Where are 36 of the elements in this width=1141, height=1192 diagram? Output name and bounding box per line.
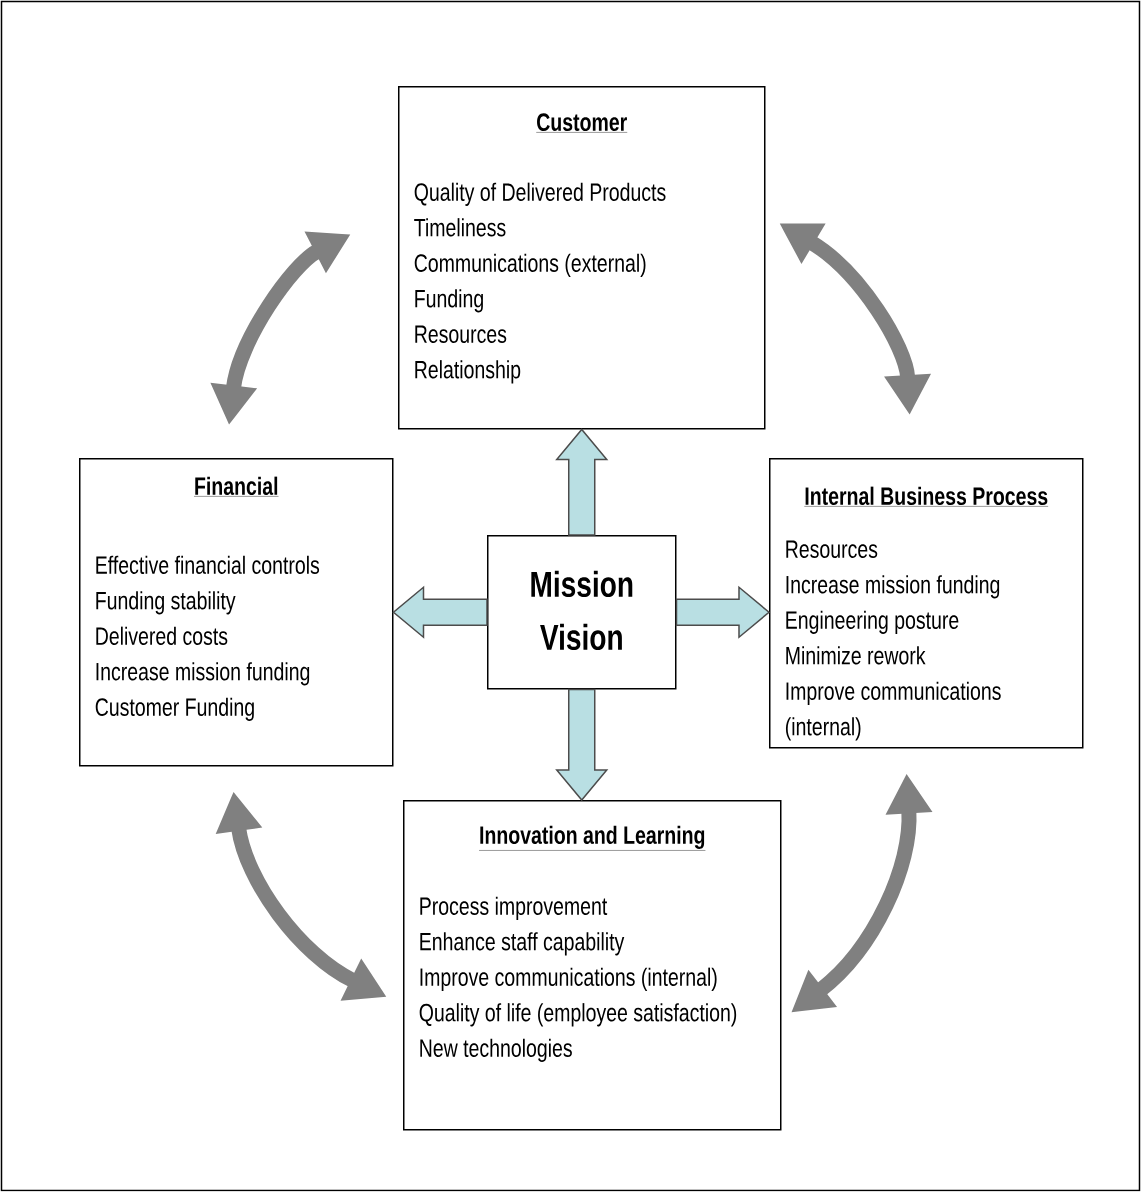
text-box (487, 535, 677, 690)
title-text: Vision (540, 623, 622, 651)
list-item: Delivered costs (96, 626, 228, 645)
list-item: Relationship (415, 360, 521, 384)
list-item: Funding (415, 289, 483, 313)
block-arrow (555, 688, 609, 802)
block-arrow (555, 428, 609, 536)
list-item: Resources (786, 540, 878, 558)
text-box (398, 86, 766, 430)
list-item: Effective financial controls (96, 555, 320, 574)
list-item: Increase mission funding (786, 575, 1000, 599)
list-item: Resources (415, 325, 507, 343)
list-item: Improve communications (internal) (785, 681, 1001, 741)
list-item: Funding stability (96, 591, 236, 615)
list-item: Quality of life (employee satisfaction) (419, 1003, 737, 1027)
list-item: Timeliness (414, 218, 506, 237)
block-arrow (675, 585, 771, 639)
heading: Innovation and Learning (478, 825, 706, 851)
block-arrow (392, 585, 488, 639)
list-item: Quality of Delivered Products (414, 182, 666, 206)
text-box (403, 800, 782, 1131)
text-box (769, 458, 1084, 749)
list-item: New technologies (420, 1038, 572, 1062)
heading: Internal Business Process (804, 486, 1049, 507)
list-item: Process improvement (420, 896, 608, 920)
list-item: Enhance staff capability (420, 932, 625, 956)
list-item: Improve communications (internal) (420, 967, 717, 991)
title-text: Mission (531, 570, 633, 598)
heading: Customer (536, 113, 628, 133)
list-item: Minimize rework (786, 646, 926, 665)
list-item: Increase mission funding (96, 662, 310, 686)
list-item: Engineering posture (786, 610, 959, 634)
list-item: Communications (external) (414, 253, 646, 277)
text-box (79, 458, 394, 767)
heading: Financial (193, 476, 279, 497)
list-item: Customer Funding (95, 697, 254, 721)
